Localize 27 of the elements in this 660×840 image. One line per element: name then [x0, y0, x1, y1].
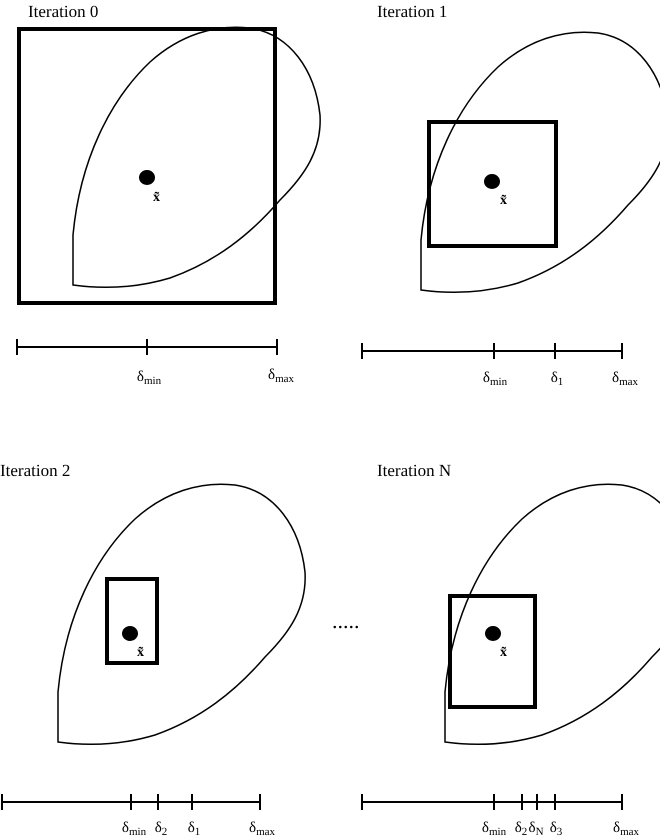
point-label: x̃: [500, 646, 507, 660]
tick-label: δ$_{max}$: [612, 371, 638, 388]
panel-title: Iteration N: [377, 462, 452, 479]
search-box: [448, 594, 537, 709]
point-label: x̃: [153, 191, 160, 205]
tick-label: δ$_{min}$: [122, 821, 146, 838]
tick-label: δ$_{1}$: [550, 371, 564, 388]
tick-label: δ$_{min}$: [482, 371, 508, 388]
tick-label: δ$_{3}$: [550, 821, 562, 838]
point-label: x̃: [500, 194, 507, 208]
tick-label: δ$_{max}$: [268, 368, 294, 385]
tick-label: δ$_{N}$: [528, 821, 544, 838]
panel-title: Iteration 1: [377, 3, 448, 20]
tick-label: δ$_{1}$: [188, 821, 200, 838]
tick-label: δ$_{min}$: [136, 370, 162, 387]
search-box: [17, 27, 277, 305]
point-label: x̃: [137, 646, 144, 660]
search-box: [427, 120, 558, 248]
tick-label: δ$_{2}$: [154, 821, 168, 838]
tick-label: δ$_{2}$: [514, 821, 528, 838]
ellipsis: .....: [332, 610, 360, 632]
tick-label: δ$_{max}$: [612, 821, 640, 838]
tick-label: δ$_{max}$: [248, 821, 276, 838]
panel-title: Iteration 2: [0, 462, 70, 479]
panel-title: Iteration 0: [28, 3, 98, 20]
search-box: [105, 577, 159, 665]
tick-label: δ$_{min}$: [482, 821, 506, 838]
